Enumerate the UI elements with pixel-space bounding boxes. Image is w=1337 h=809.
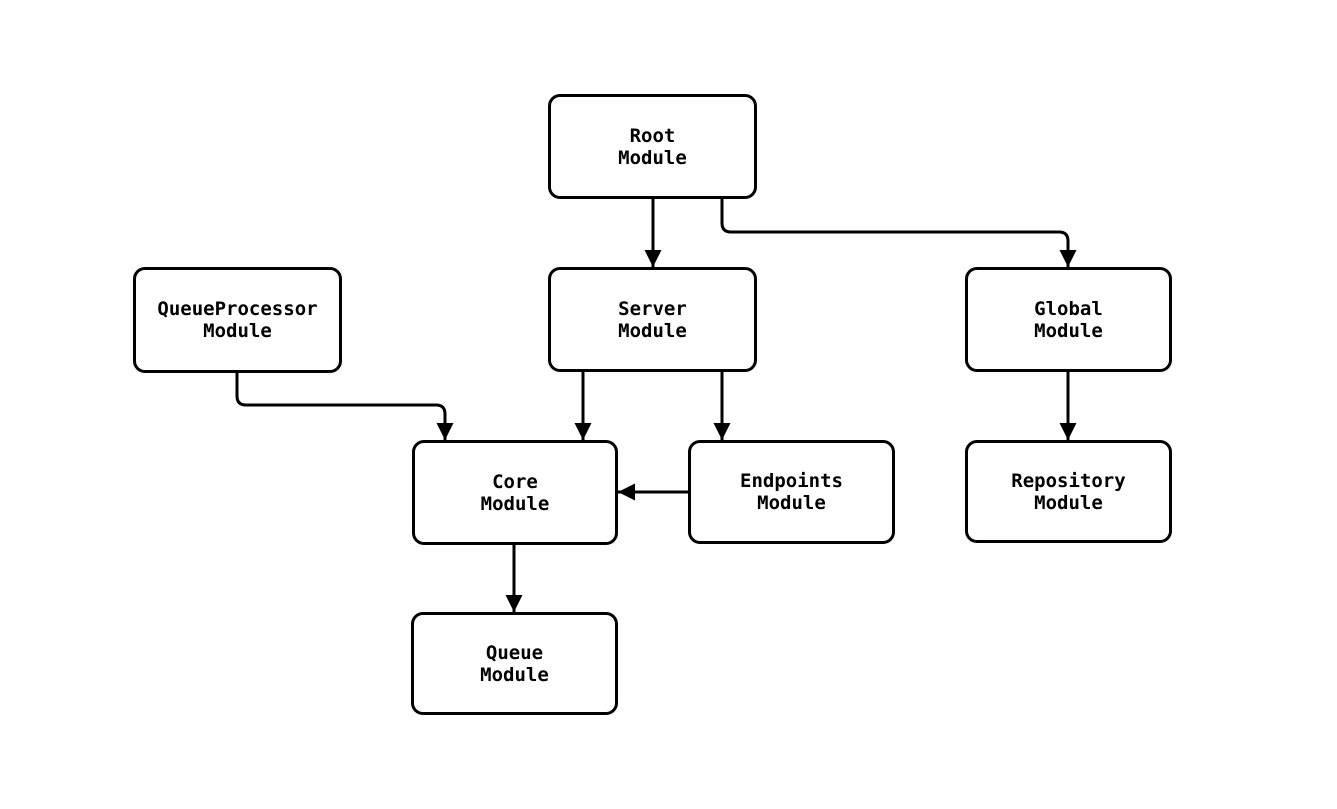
- node-label: Endpoints Module: [740, 470, 843, 514]
- node-endpoints-module: Endpoints Module: [688, 440, 895, 544]
- node-server-module: Server Module: [548, 267, 757, 372]
- node-queue-module: Queue Module: [411, 612, 618, 715]
- node-label: Core Module: [480, 470, 550, 515]
- node-label: QueueProcessor Module: [157, 298, 318, 342]
- node-global-module: Global Module: [965, 267, 1172, 372]
- node-label: Server Module: [618, 297, 687, 342]
- node-label: Root Module: [618, 124, 687, 169]
- node-core-module: Core Module: [412, 440, 618, 545]
- node-queueprocessor-module: QueueProcessor Module: [133, 267, 342, 373]
- node-label: Global Module: [1034, 297, 1103, 342]
- node-label: Queue Module: [480, 641, 549, 686]
- node-root-module: Root Module: [548, 94, 757, 199]
- edge-root-module-to-global-module: [720, 199, 1077, 267]
- node-repository-module: Repository Module: [965, 440, 1172, 543]
- edge-queueprocessor-module-to-core-module: [235, 373, 454, 440]
- node-label: Repository Module: [1011, 469, 1126, 514]
